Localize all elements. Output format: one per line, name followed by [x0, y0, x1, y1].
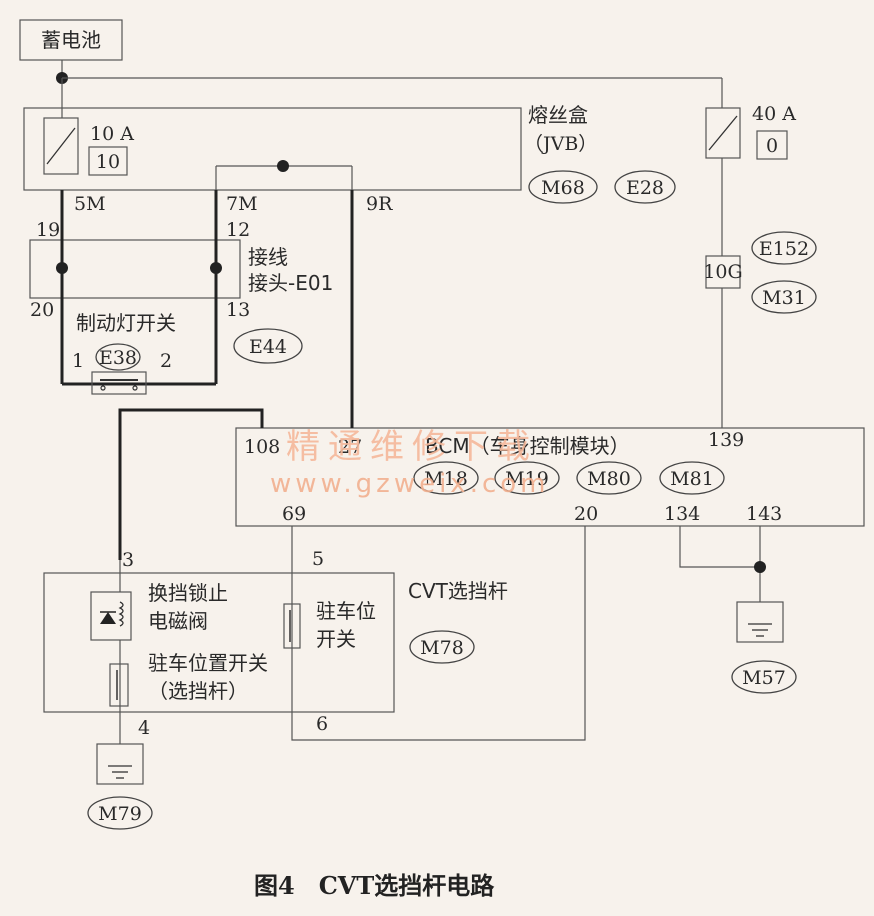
fuse-10a-symbol [43, 117, 79, 175]
battery-box [19, 19, 123, 61]
shift-lock-solenoid-symbol [90, 591, 132, 641]
pin-6: 6 [316, 713, 328, 735]
pin-13: 13 [226, 299, 250, 321]
bcm-module [235, 427, 865, 527]
position-switch-symbol [109, 663, 129, 707]
fuse-40a-symbol [705, 107, 741, 159]
bcm-label: BCM（车身控制模块） [425, 434, 630, 458]
battery-label: 蓄电池 [41, 28, 101, 52]
connector-m78: M78 [420, 637, 464, 659]
ground-m57: M57 [742, 667, 786, 689]
pin-69: 69 [282, 503, 306, 525]
pin-134: 134 [664, 503, 700, 525]
connector-e152: E152 [759, 238, 809, 260]
connector-e28: E28 [626, 177, 664, 199]
fuse-40a-rating: 40 A [752, 103, 796, 125]
pin-19: 19 [36, 219, 60, 241]
park-switch-label-2: 开关 [316, 627, 356, 651]
pin-7m: 7M [226, 193, 258, 215]
figure-caption: 图4 CVT选挡杆电路 [254, 871, 495, 900]
inline-connector-10g [705, 255, 741, 289]
position-switch-label-2: （选挡杆） [148, 679, 248, 703]
connector-m81: M81 [670, 468, 714, 490]
connector-e44: E44 [249, 336, 287, 358]
brake-switch-label: 制动灯开关 [76, 311, 176, 335]
fuse-box-name: 熔丝盒 [528, 103, 588, 127]
pin-2: 2 [160, 350, 172, 372]
pin-143: 143 [746, 503, 782, 525]
cvt-selector-box [43, 572, 395, 713]
fuse-box [23, 107, 522, 191]
pin-27: 27 [338, 436, 362, 458]
pin-20b: 20 [574, 503, 598, 525]
pin-20: 20 [30, 299, 54, 321]
cvt-label: CVT选挡杆 [408, 579, 508, 603]
solenoid-label-1: 换挡锁止 [148, 581, 228, 605]
connector-m19: M19 [505, 468, 549, 490]
pin-4: 4 [138, 717, 150, 739]
connector-m68: M68 [541, 177, 585, 199]
ground-symbol-m57 [736, 601, 784, 643]
pin-5: 5 [312, 548, 324, 570]
fuse-10a-number: 10 [96, 151, 120, 173]
position-switch-label-1: 驻车位置开关 [148, 651, 268, 675]
junction-label-2: 接头-E01 [248, 271, 333, 295]
pin-9r: 9R [366, 193, 393, 215]
connector-m80: M80 [587, 468, 631, 490]
brake-switch-symbol [91, 371, 147, 395]
park-switch-label-1: 驻车位 [316, 599, 376, 623]
fuse-40a-number: 0 [766, 135, 778, 157]
ground-m79: M79 [98, 803, 142, 825]
connector-m18: M18 [424, 468, 468, 490]
connector-10g-label: 10G [703, 261, 742, 283]
connector-e38: E38 [99, 347, 137, 369]
pin-1: 1 [72, 350, 84, 372]
fuse-10a-rating: 10 A [90, 123, 134, 145]
pin-108: 108 [244, 436, 280, 458]
junction-label-1: 接线 [248, 245, 288, 269]
pin-139: 139 [708, 429, 744, 451]
pin-5m: 5M [74, 193, 106, 215]
pin-12: 12 [226, 219, 250, 241]
ground-symbol-m79 [96, 743, 144, 785]
watermark-url: www.gzweix.com [270, 469, 550, 499]
wire-108 [118, 408, 264, 560]
fuse-box-code: （JVB） [524, 133, 597, 155]
splice-dot [277, 160, 289, 172]
pin-3: 3 [122, 549, 134, 571]
junction-connector-e01 [29, 239, 241, 299]
park-switch-symbol [283, 603, 301, 649]
connector-m31: M31 [762, 287, 806, 309]
watermark-text: 精通维修下载 [286, 427, 538, 467]
solenoid-label-2: 电磁阀 [148, 609, 208, 633]
park-switch-loop-wire [291, 526, 586, 741]
